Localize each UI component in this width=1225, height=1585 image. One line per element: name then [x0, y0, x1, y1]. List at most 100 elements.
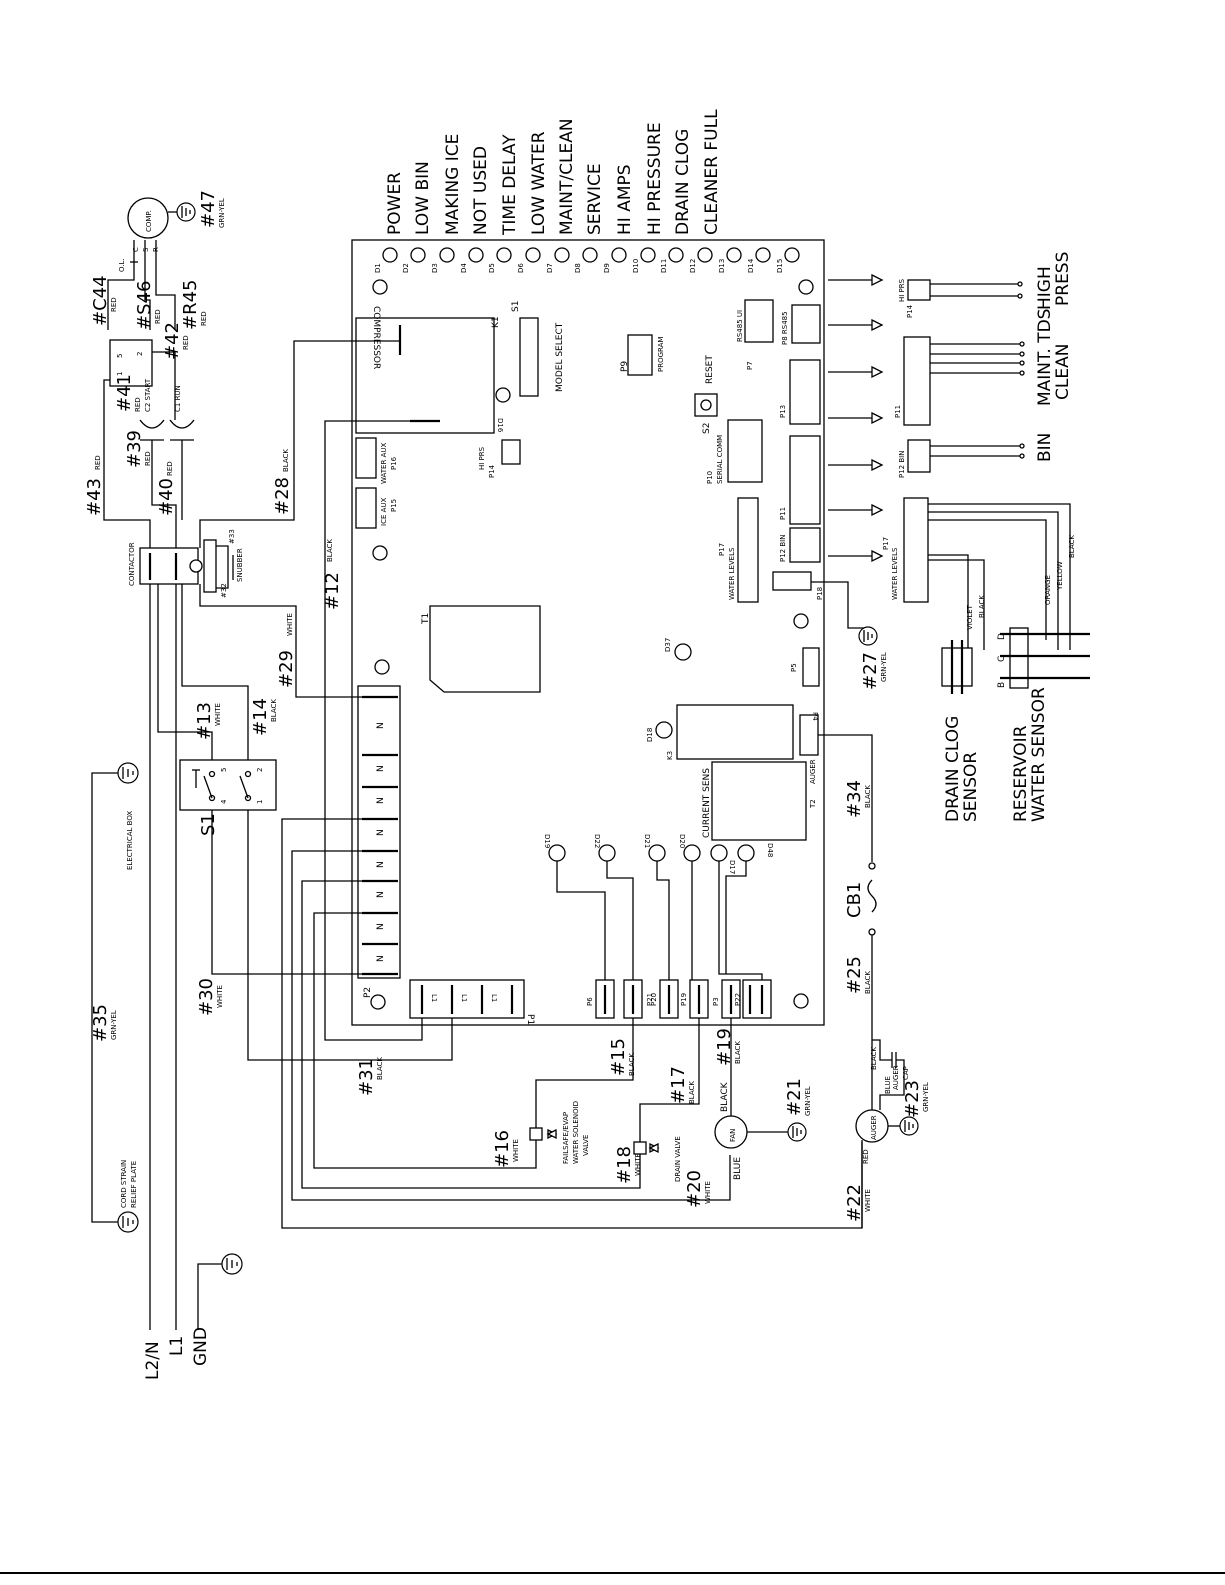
d21-label: D21	[643, 834, 651, 848]
wire-18-color: WHITE	[634, 1153, 642, 1176]
led-label: D1	[374, 263, 382, 273]
p2-terminals: N N N N N N N N	[362, 695, 398, 976]
auger-cap-label-2: CAP	[902, 1066, 910, 1080]
line-l1: L1	[167, 1336, 187, 1356]
terminal-strip-p2	[357, 685, 401, 979]
auger-motor-label: AUGER	[870, 1115, 878, 1140]
wire-14-color: BLACK	[270, 699, 278, 722]
l1-terminal-label: L1	[460, 994, 468, 1002]
rs485-ui-connector	[744, 299, 774, 343]
wire-c44-color: RED	[110, 297, 118, 312]
drain-clog-sensor	[941, 640, 973, 694]
water-sensor-label: WATER SENSOR	[1029, 687, 1049, 822]
p17-board-label: P17	[718, 543, 726, 556]
n-terminal-label: N	[376, 923, 386, 930]
switch-pin-5: 5	[220, 768, 228, 772]
wire-39-color: RED	[144, 451, 152, 466]
led-label: D10	[632, 259, 640, 273]
indicator-label: DRAIN CLOG	[673, 129, 693, 235]
p11-board-label: P11	[779, 507, 787, 520]
ol-label: O.L.	[118, 258, 126, 272]
indicator-label: LOW BIN	[413, 161, 433, 235]
d16-label: D16	[496, 418, 504, 433]
wire-15-color: BLACK	[628, 1053, 636, 1076]
wire-29-color: WHITE	[286, 613, 294, 636]
orange-label: ORANGE	[1044, 575, 1052, 605]
snubber-33: #33	[228, 529, 236, 544]
wire-31-color: BLACK	[376, 1057, 384, 1080]
relay-pin: 1	[116, 372, 124, 376]
model-select-label: MODEL SELECT	[555, 322, 565, 392]
wire-s46-color: RED	[154, 309, 162, 324]
n-terminal-label: N	[376, 765, 386, 772]
wire-22: #22	[844, 1184, 865, 1222]
wire-16-color: WHITE	[512, 1139, 520, 1162]
led-label: D11	[660, 259, 668, 273]
wire-41-color: RED	[134, 397, 142, 412]
p3-label: P3	[712, 997, 720, 1006]
high-press-label: HIGH	[1035, 266, 1055, 310]
water-aux-label: WATER AUX	[380, 443, 388, 484]
led-label: D12	[689, 259, 697, 273]
wire-21: #21	[784, 1078, 805, 1116]
relief-plate-label: RELIEF PLATE	[130, 1161, 138, 1208]
d18-label: D18	[646, 728, 654, 742]
indicator-label: CLEANER FULL	[702, 109, 722, 235]
black-wire-label: BLACK	[978, 595, 986, 618]
start-relay	[109, 339, 153, 387]
compressor-relay-label: COMPRESSOR	[371, 306, 381, 369]
cb1-label: CB1	[844, 882, 865, 918]
solenoid-label-3: VALVE	[582, 1135, 590, 1156]
l1-terminal-label: L1	[490, 994, 498, 1002]
serial-comm-label: SERIAL COMM	[716, 435, 724, 484]
d19-label: D19	[543, 834, 551, 848]
d37-label: D37	[664, 638, 672, 652]
terminal-strip-p1	[409, 979, 525, 1019]
auger-board-label: AUGER	[809, 759, 817, 784]
wire-20: #20	[684, 1170, 705, 1208]
p12-bin-board-label: P12 BIN	[779, 535, 787, 562]
relay-k1	[355, 317, 495, 434]
fan-label: FAN	[729, 1129, 737, 1142]
water-levels-plug-p17	[903, 497, 929, 603]
led-label: D7	[546, 263, 554, 273]
indicator-label: SERVICE	[585, 163, 605, 235]
p6-label: P6	[586, 997, 594, 1006]
indicator-label: HI PRESSURE	[645, 122, 665, 235]
press-label: PRESS	[1053, 252, 1073, 306]
transformer-t1	[429, 605, 541, 693]
wire-28-color: BLACK	[282, 449, 290, 472]
reservoir-water-sensor: B C D	[997, 627, 1090, 689]
wire-23-color: GRN-YEL	[922, 1082, 930, 1112]
n-terminal-label: N	[376, 797, 386, 804]
wire-30: #30	[196, 978, 217, 1016]
bottom-connectors: P6 P21 P20 P19 P3 P22	[586, 979, 772, 1019]
wire-40-color: RED	[166, 461, 174, 476]
led-row: D1 D2 D3 D4 D5 D6 D7 D8 D9 D10 D11 D12 D…	[374, 247, 800, 273]
switch-pin-4: 4	[220, 799, 228, 804]
rs485-connector-p8	[791, 304, 821, 344]
solenoid-label-1: FAILSAFE/EVAP	[562, 1112, 570, 1164]
d20-label: D20	[678, 834, 686, 848]
wire-s46: #S46	[134, 281, 155, 330]
cord-strain-label: CORD STRAIN	[120, 1160, 128, 1208]
auger-red-label: RED	[862, 1149, 870, 1164]
sensor-pin-c: C	[997, 656, 1007, 662]
wire-12: #12	[322, 572, 343, 610]
led-label: D6	[517, 263, 525, 273]
terminal-s: S	[142, 247, 150, 252]
wire-35: #35	[90, 1004, 111, 1042]
connector-p18	[772, 571, 812, 591]
water-levels-connector-p17	[737, 497, 759, 603]
drain-clog-sensor-label: SENSOR	[961, 752, 981, 822]
wire-42-color: RED	[182, 335, 190, 350]
wire-40: #40	[156, 478, 177, 516]
wire-34-color: BLACK	[864, 785, 872, 808]
electrical-box-label: ELECTRICAL BOX	[126, 811, 134, 870]
indicator-labels: POWER LOW BIN MAKING ICE NOT USED TIME D…	[385, 109, 722, 236]
p17-right-label: P17	[882, 537, 890, 550]
model-select-switch[interactable]	[519, 317, 539, 397]
n-terminal-label: N	[376, 891, 386, 898]
ice-aux-connector-p15	[355, 487, 377, 529]
serial-comm-connector	[727, 419, 763, 483]
